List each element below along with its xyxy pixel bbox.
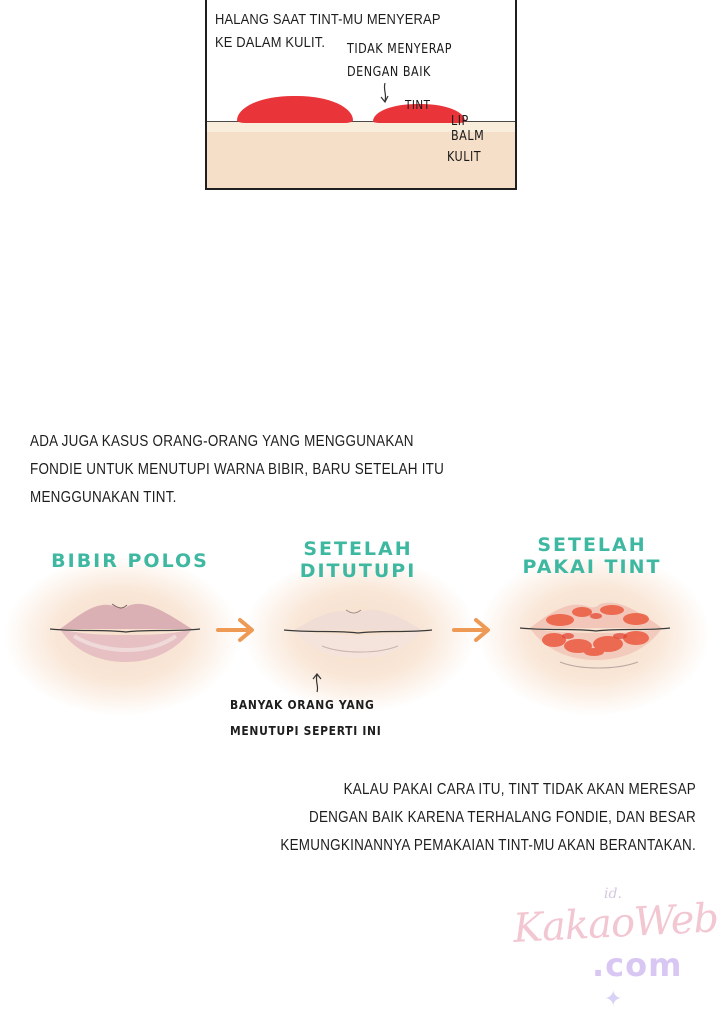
stage-title-line: SETELAH — [303, 538, 413, 560]
stage-title-line: BIBIR POLOS — [51, 550, 209, 572]
lips-covered — [283, 609, 433, 658]
skin-layer — [207, 130, 515, 188]
conclusion-line: DENGAN BAIK KARENA TERHALANG FONDIE, DAN… — [308, 809, 696, 826]
arrow-right-icon — [452, 618, 490, 642]
label-lip-balm: LIP BALM — [451, 114, 485, 144]
note-line: TIDAK MENYERAP — [347, 42, 452, 57]
caption-line: HALANG SAAT TINT-MU MENYERAP — [215, 11, 441, 28]
conclusion-line: KEMUNGKINANNYA PEMAKAIAN TINT-MU AKAN BE… — [280, 837, 696, 854]
comic-panel: HALANG SAAT TINT-MU MENYERAP KE DALAM KU… — [205, 0, 517, 190]
stage-title-plain: BIBIR POLOS — [30, 550, 230, 572]
watermark-logo: KakaoWebtoon — [512, 890, 720, 952]
conclusion-line: KALAU PAKAI CARA ITU, TINT TIDAK AKAN ME… — [343, 781, 696, 798]
note-line: MENUTUPI SEPERTI INI — [230, 723, 382, 738]
stage-title-line: SETELAH — [537, 534, 647, 556]
arrow-right-icon — [216, 618, 254, 642]
blush-background — [244, 556, 476, 712]
watermark-domain: .com — [592, 946, 683, 984]
lips-plain — [50, 603, 201, 662]
intro-line: MENGGUNAKAN TINT. — [30, 489, 177, 506]
stage-title-tinted: SETELAH PAKAI TINT — [492, 534, 692, 578]
stage-title-line: DITUTUPI — [299, 560, 417, 582]
stage-title-covered: SETELAH DITUTUPI — [258, 538, 458, 582]
label-tint: TINT — [405, 98, 431, 112]
tint-blob — [237, 96, 353, 123]
intro-line: ADA JUGA KASUS ORANG-ORANG YANG MENGGUNA… — [30, 433, 414, 450]
conclusion-text: KALAU PAKAI CARA ITU, TINT TIDAK AKAN ME… — [226, 776, 696, 860]
panel-note: TIDAK MENYERAP DENGAN BAIK — [347, 42, 452, 80]
pointer-arrow-icon — [312, 673, 322, 693]
lip-balm-layer — [207, 121, 515, 132]
label-skin: KULIT — [447, 150, 482, 165]
watermark-id: id. — [604, 886, 622, 902]
caption-line: KE DALAM KULIT. — [215, 34, 326, 51]
lips-tinted — [520, 602, 671, 669]
note-line: BANYAK ORANG YANG — [230, 697, 375, 712]
tint-blob — [373, 104, 465, 123]
covering-note: BANYAK ORANG YANG MENUTUPI SEPERTI INI — [230, 692, 402, 744]
stage-title-line: PAKAI TINT — [522, 556, 662, 578]
pointer-arrow-icon — [380, 82, 389, 104]
panel-caption: HALANG SAAT TINT-MU MENYERAP KE DALAM KU… — [215, 8, 464, 54]
note-line: DENGAN BAIK — [347, 65, 431, 80]
star-icon: ✦ — [604, 986, 623, 1011]
intro-text: ADA JUGA KASUS ORANG-ORANG YANG MENGGUNA… — [30, 428, 467, 512]
intro-line: FONDIE UNTUK MENUTUPI WARNA BIBIR, BARU … — [30, 461, 445, 478]
